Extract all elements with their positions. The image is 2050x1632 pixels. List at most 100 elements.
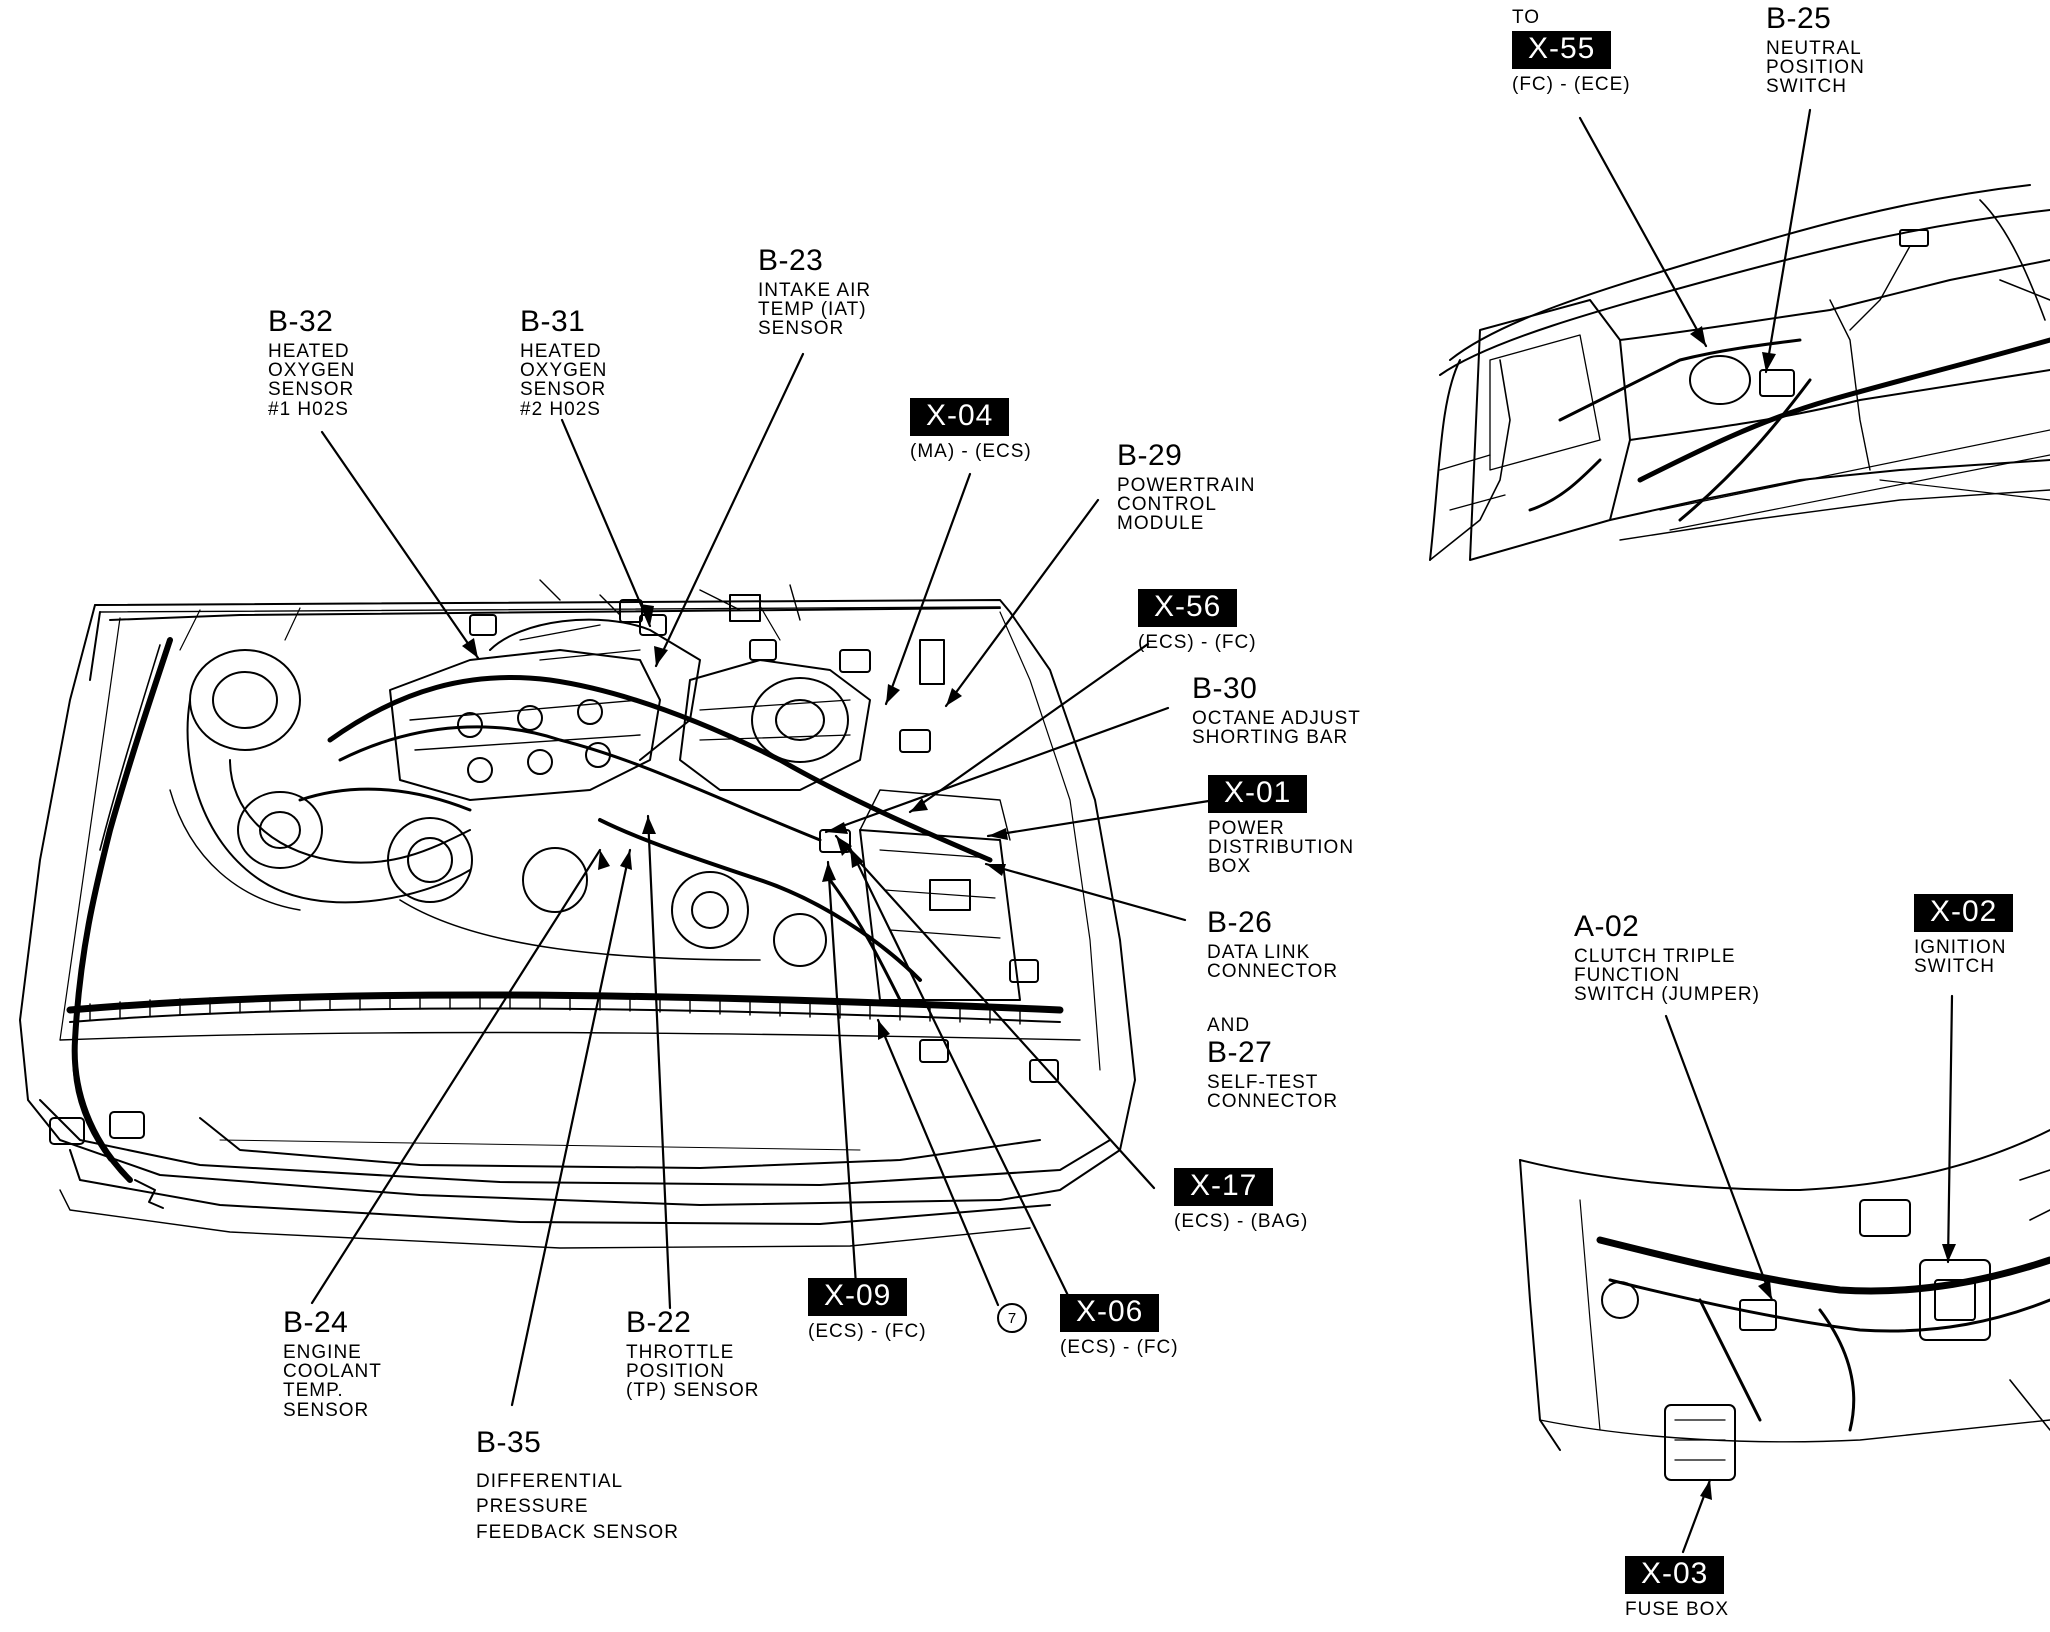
label-x01-code: X-01	[1208, 775, 1308, 813]
label-b22: B-22 THROTTLE POSITION (TP) SENSOR	[626, 1306, 760, 1402]
label-b31-line-3: SENSOR	[520, 379, 607, 401]
label-b29-line-3: MODULE	[1117, 513, 1205, 535]
label-x09-sub: (ECS) - (FC)	[808, 1320, 927, 1342]
label-x55-sub: (FC) - (ECE)	[1512, 73, 1631, 95]
label-x09-code: X-09	[808, 1278, 908, 1316]
label-b32-code: B-32	[268, 305, 334, 338]
label-b22-code: B-22	[626, 1306, 692, 1339]
label-b22-desc: THROTTLE POSITION (TP) SENSOR	[626, 1341, 760, 1402]
label-b30: B-30 OCTANE ADJUST SHORTING BAR	[1192, 672, 1361, 747]
label-x55-code: X-55	[1512, 31, 1612, 69]
label-x01-desc: POWER DISTRIBUTION BOX	[1208, 817, 1355, 878]
label-b25-line-3: SWITCH	[1766, 76, 1847, 98]
label-x02-code: X-02	[1914, 894, 2014, 932]
label-x02-line-2: SWITCH	[1914, 955, 1995, 977]
label-b27-line-2: CONNECTOR	[1207, 1090, 1339, 1112]
label-b26: B-26 DATA LINK CONNECTOR	[1207, 906, 1339, 982]
label-b26-desc: DATA LINK CONNECTOR	[1207, 941, 1339, 982]
label-x01-line-3: BOX	[1208, 856, 1252, 878]
engine-compartment-drawing	[19, 579, 1136, 1249]
label-b31-line-2: OXYGEN	[520, 359, 608, 381]
label-x06-code: X-06	[1060, 1294, 1160, 1332]
label-b31-line-4: #2 H02S	[520, 398, 601, 420]
label-and-text: AND	[1207, 1015, 1251, 1036]
label-b25: B-25 NEUTRAL POSITION SWITCH	[1766, 2, 1865, 98]
label-x03: X-03 FUSE BOX	[1625, 1556, 1729, 1619]
label-b31-code: B-31	[520, 305, 586, 338]
label-a02-line-2: FUNCTION	[1574, 964, 1681, 986]
label-x03-line-1: FUSE BOX	[1625, 1598, 1730, 1620]
label-b32-line-2: OXYGEN	[268, 359, 356, 381]
label-x56-code: X-56	[1138, 589, 1238, 627]
label-x56: X-56 (ECS) - (FC)	[1138, 589, 1257, 652]
label-b26-line-2: CONNECTOR	[1207, 960, 1339, 982]
label-b27-code: B-27	[1207, 1036, 1273, 1069]
label-x55: TO X-55 (FC) - (ECE)	[1512, 8, 1631, 94]
arrowheads	[462, 326, 1956, 1500]
label-x55-to: TO	[1512, 7, 1541, 28]
label-b24: B-24 ENGINE COOLANT TEMP. SENSOR	[283, 1307, 382, 1420]
label-b23-code: B-23	[758, 244, 824, 277]
leader-lines	[310, 108, 1954, 1554]
label-b27-line-1: SELF-TEST	[1207, 1071, 1319, 1093]
ground-reference-circle	[997, 1303, 1027, 1333]
label-b31-line-1: HEATED	[520, 340, 602, 362]
label-x01: X-01 POWER DISTRIBUTION BOX	[1208, 775, 1354, 877]
label-x04: X-04 (MA) - (ECS)	[910, 398, 1032, 461]
label-b25-code: B-25	[1766, 2, 1832, 35]
label-b32-line-3: SENSOR	[268, 379, 355, 401]
label-b22-line-3: (TP) SENSOR	[626, 1380, 760, 1402]
label-x06: X-06 (ECS) - (FC)	[1060, 1294, 1179, 1357]
label-b24-line-3: TEMP.	[283, 1380, 344, 1402]
label-b29: B-29 POWERTRAIN CONTROL MODULE	[1117, 439, 1256, 535]
label-b35-code: B-35	[476, 1426, 542, 1459]
label-x17: X-17 (ECS) - (BAG)	[1174, 1168, 1308, 1231]
label-x04-code: X-04	[910, 398, 1010, 436]
dash-drawing	[1519, 1129, 2050, 1481]
label-x17-sub: (ECS) - (BAG)	[1174, 1210, 1309, 1232]
label-b23-desc: INTAKE AIR TEMP (IAT) SENSOR	[758, 279, 872, 340]
label-b35-line-1: DIFFERENTIAL	[476, 1470, 624, 1492]
label-b23: B-23 INTAKE AIR TEMP (IAT) SENSOR	[758, 244, 872, 340]
label-b30-code: B-30	[1192, 672, 1258, 705]
interior-drawing	[1429, 184, 2050, 561]
label-x04-sub: (MA) - (ECS)	[910, 440, 1032, 462]
label-b29-code: B-29	[1117, 439, 1183, 472]
label-b35-line-3: FEEDBACK SENSOR	[476, 1521, 679, 1543]
label-b29-line-1: POWERTRAIN	[1117, 474, 1256, 496]
label-a02-desc: CLUTCH TRIPLE FUNCTION SWITCH (JUMPER)	[1574, 945, 1760, 1006]
label-b35-line-2: PRESSURE	[476, 1496, 589, 1518]
label-b23-line-2: TEMP (IAT)	[758, 298, 867, 320]
label-b30-line-1: OCTANE ADJUST	[1192, 707, 1361, 729]
label-b26-line-1: DATA LINK	[1207, 941, 1311, 963]
label-b25-desc: NEUTRAL POSITION SWITCH	[1766, 37, 1865, 98]
label-b23-line-1: INTAKE AIR	[758, 279, 872, 301]
label-a02-code: A-02	[1574, 910, 1640, 943]
label-b25-line-1: NEUTRAL	[1766, 37, 1862, 59]
label-b32-desc: HEATED OXYGEN SENSOR #1 H02S	[268, 340, 356, 420]
label-b24-desc: ENGINE COOLANT TEMP. SENSOR	[283, 1342, 382, 1420]
label-b32: B-32 HEATED OXYGEN SENSOR #1 H02S	[268, 305, 356, 420]
label-b27: B-27 SELF-TEST CONNECTOR	[1207, 1036, 1339, 1112]
label-and: AND	[1207, 1016, 1250, 1039]
label-b26-code: B-26	[1207, 906, 1273, 939]
label-b31: B-31 HEATED OXYGEN SENSOR #2 H02S	[520, 305, 608, 420]
label-b23-line-3: SENSOR	[758, 318, 845, 340]
label-b22-line-1: THROTTLE	[626, 1341, 735, 1363]
label-x06-sub: (ECS) - (FC)	[1060, 1336, 1179, 1358]
ground-reference-number: 7	[1008, 1310, 1016, 1327]
label-x03-desc: FUSE BOX	[1625, 1598, 1730, 1620]
label-b31-desc: HEATED OXYGEN SENSOR #2 H02S	[520, 340, 608, 420]
label-x17-code: X-17	[1174, 1168, 1274, 1206]
label-b35-desc: DIFFERENTIAL PRESSURE FEEDBACK SENSOR	[476, 1469, 679, 1546]
label-a02-line-3: SWITCH (JUMPER)	[1574, 984, 1760, 1006]
label-b32-line-4: #1 H02S	[268, 398, 349, 420]
label-x02-line-1: IGNITION	[1914, 936, 2007, 958]
label-x56-sub: (ECS) - (FC)	[1138, 631, 1257, 653]
label-b32-line-1: HEATED	[268, 340, 350, 362]
label-b29-desc: POWERTRAIN CONTROL MODULE	[1117, 474, 1256, 535]
label-b22-line-2: POSITION	[626, 1360, 725, 1382]
label-x01-line-2: DISTRIBUTION	[1208, 836, 1355, 858]
label-a02-line-1: CLUTCH TRIPLE	[1574, 945, 1736, 967]
label-x01-line-1: POWER	[1208, 817, 1285, 839]
